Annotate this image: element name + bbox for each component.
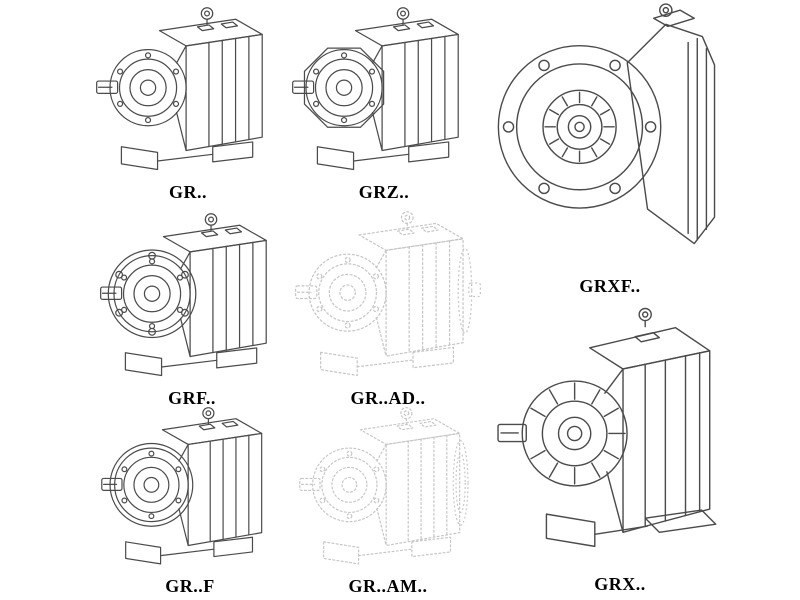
- gr-am-label: GR..AM..: [348, 576, 428, 596]
- figure-cell-gr: GR..: [90, 4, 286, 204]
- grx-gearbox-illustration: [497, 307, 717, 548]
- figure-cell-gr-ad: GR..AD..: [288, 208, 488, 410]
- grz-label: GRZ..: [358, 182, 410, 202]
- gr-f-label: GR..F: [165, 576, 215, 596]
- grxf-label: GRXF..: [579, 276, 641, 296]
- grz-gearbox-illustration: [292, 7, 459, 171]
- grxf-gearbox-illustration: [497, 3, 716, 245]
- figure-cell-grxf: GRXF..: [486, 0, 734, 298]
- grf-label: GRF..: [168, 388, 216, 408]
- gr-am-gearbox-illustration: [299, 407, 469, 565]
- gr-gearbox-illustration: [96, 7, 263, 171]
- figure-cell-grf: GRF..: [92, 210, 292, 410]
- gr-f-gearbox-illustration: [101, 407, 263, 565]
- grf-gearbox-illustration: [100, 213, 267, 377]
- figure-cell-grz: GRZ..: [288, 4, 480, 204]
- gr-ad-label: GR..AD..: [350, 388, 426, 408]
- gr-label: GR..: [169, 182, 207, 202]
- figure-cell-gr-f: GR..F: [90, 404, 290, 598]
- figure-cell-gr-am: GR..AM..: [288, 404, 488, 598]
- gr-ad-gearbox-illustration: [295, 211, 481, 377]
- figure-cell-grx: GRX..: [494, 300, 746, 596]
- grx-label: GRX..: [594, 574, 646, 594]
